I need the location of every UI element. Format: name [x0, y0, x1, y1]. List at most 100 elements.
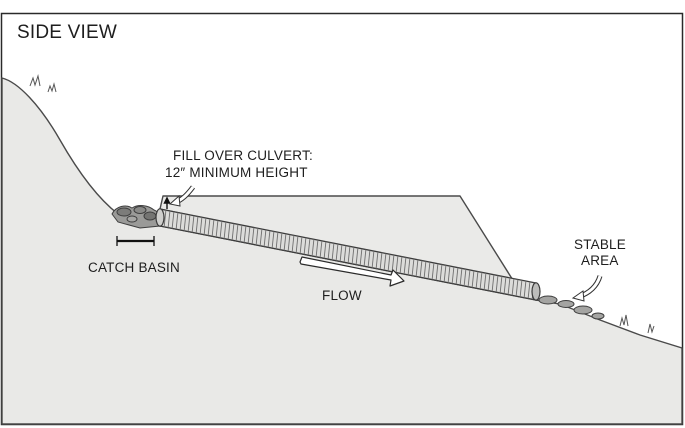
pipe-ridge: [459, 267, 463, 287]
pipe-ridge: [295, 235, 299, 255]
pipe-ridge: [267, 229, 271, 249]
pipe-ridge: [187, 213, 191, 233]
flow-label: FLOW: [322, 288, 362, 303]
pipe-ridge: [347, 245, 351, 265]
pipe-ridge: [211, 218, 215, 238]
pipe-ridge: [323, 240, 327, 260]
pipe-ridge: [471, 269, 475, 289]
pipe-ridge: [203, 217, 207, 237]
pipe-ridge: [383, 252, 387, 272]
pipe-ridge: [191, 214, 195, 234]
pipe-ridge: [359, 247, 363, 267]
culvert-pipe: [155, 208, 541, 301]
pipe-ridge: [355, 246, 359, 267]
pipe-ridge: [367, 249, 371, 269]
figure-title: SIDE VIEW: [17, 22, 117, 43]
pipe-ridge: [327, 241, 331, 261]
pipe-ridge: [391, 254, 395, 274]
pipe-ridge: [443, 264, 447, 284]
catch-basin-rocks: [111, 205, 162, 229]
pipe-ridge: [283, 232, 287, 252]
pipe-ridge: [291, 234, 295, 254]
pipe-ridge: [455, 266, 459, 286]
pipe-ridge: [223, 220, 227, 241]
pipe-ridge: [259, 228, 263, 248]
pipe-ridge: [227, 221, 231, 241]
pipe-ridge: [499, 275, 503, 295]
pipe-ridge: [339, 243, 343, 263]
pipe-ridge: [483, 272, 487, 292]
pipe-ridge: [311, 238, 315, 258]
pipe-ridge: [243, 224, 247, 244]
pipe-ridge: [171, 210, 175, 230]
pipe-ridge: [491, 273, 495, 293]
pipe-ridge: [487, 272, 491, 292]
pipe-ridge: [235, 223, 239, 243]
pipe-ridge: [263, 228, 267, 248]
area-label: AREA: [581, 253, 619, 268]
pipe-ridge: [403, 256, 407, 276]
pipe-ridge: [351, 246, 355, 266]
pipe-ridge: [331, 242, 335, 262]
pipe-ridge: [319, 239, 323, 259]
pipe-ridge: [343, 244, 347, 264]
minimum-height-label: 12″ MINIMUM HEIGHT: [165, 165, 308, 180]
vegetation-tufts: [29, 74, 655, 334]
pipe-ridge: [419, 259, 423, 279]
pipe-ridge: [523, 279, 527, 300]
pipe-ridge: [447, 265, 451, 285]
pipe-ridge: [515, 278, 519, 298]
pipe-ridge: [287, 233, 291, 253]
pipe-ridge: [395, 254, 399, 274]
pipe-ridge: [271, 230, 275, 250]
pipe-ridge: [219, 220, 223, 240]
pipe-ridge: [207, 217, 211, 237]
pipe-ridge: [279, 231, 283, 252]
pipe-ridge: [475, 270, 479, 290]
pipe-ridge: [303, 236, 307, 256]
pipe-ridge: [299, 235, 303, 255]
pipe-ridge: [363, 248, 367, 268]
pipe-ridge: [163, 209, 167, 229]
pipe-ridge: [451, 265, 455, 285]
pipe-ridge: [375, 250, 379, 270]
pipe-ridge: [439, 263, 443, 283]
flow-arrow: [299, 256, 405, 287]
pipe-ridge: [231, 222, 235, 242]
pipe-ridge: [247, 225, 251, 245]
pipe-ridge: [495, 274, 499, 294]
pipe-ridge: [167, 209, 171, 230]
pipe-ridge: [507, 276, 511, 296]
pipe-ridge: [199, 216, 203, 236]
pipe-ridge: [315, 239, 319, 259]
fill-label-arrow: [168, 185, 195, 207]
pipe-ridge: [431, 261, 435, 281]
pipe-ridge: [411, 257, 415, 278]
pipe-ridge: [239, 224, 243, 244]
pipe-ridge: [435, 262, 439, 282]
catch-basin-dimension: [116, 236, 155, 246]
pipe-ridge: [527, 280, 531, 300]
pipe-ridge: [427, 261, 431, 281]
pipe-ridge: [275, 231, 279, 251]
pipe-ridge: [463, 268, 467, 288]
pipe-ridge: [179, 212, 183, 232]
catch-basin-label: CATCH BASIN: [88, 260, 180, 275]
pipe-ridge: [407, 257, 411, 277]
pipe-ridge: [195, 215, 199, 235]
pipe-ridge: [387, 253, 391, 273]
pipe-ridge: [467, 268, 471, 289]
outlet-rocks: [538, 295, 605, 320]
pipe-ridge: [423, 260, 427, 280]
stable-label: STABLE: [574, 237, 626, 252]
stable-area-arrow: [571, 275, 603, 302]
pipe-ridge: [479, 271, 483, 291]
fill-over-culvert-label: FILL OVER CULVERT:: [173, 148, 313, 163]
pipe-ridge: [307, 237, 311, 257]
pipe-ridge: [511, 277, 515, 297]
pipe-ridge: [183, 213, 187, 233]
pipe-ridge: [415, 258, 419, 278]
fill-height-marker: [163, 196, 171, 209]
